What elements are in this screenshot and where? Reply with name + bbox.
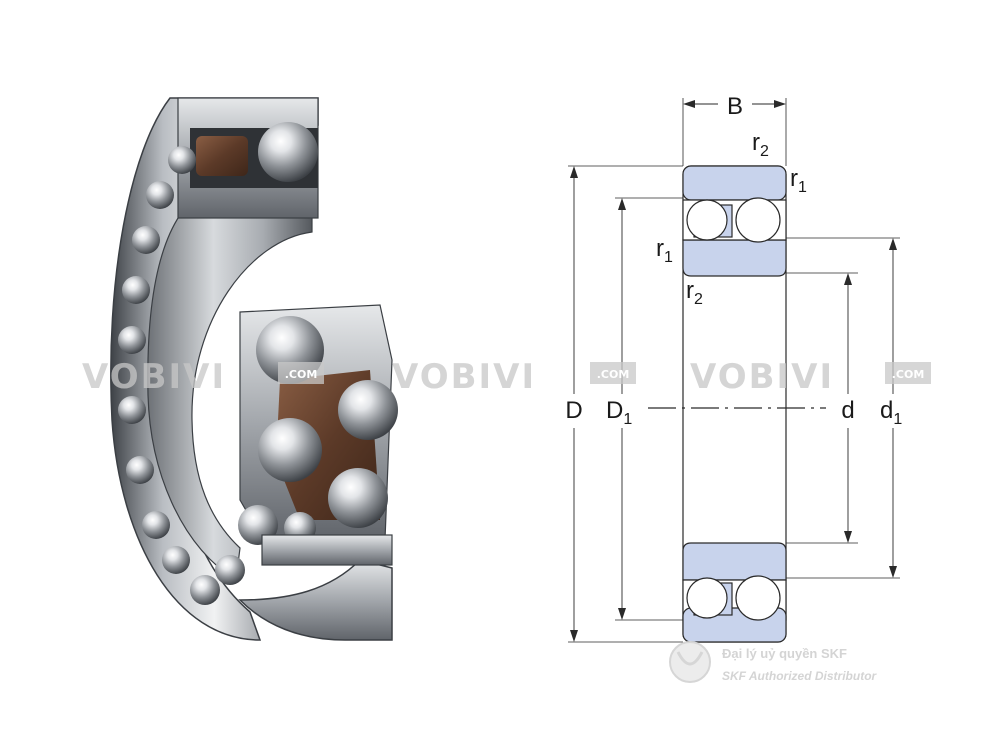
outer-ring-lower [238,559,393,641]
label-r2-top: r2 [752,129,769,160]
top-inner-ring [682,239,787,277]
label-r1-mid: r1 [656,235,673,266]
svg-text:VOBIVI: VOBIVI [82,357,226,397]
svg-text:.COM: .COM [285,368,318,381]
bearing-render [110,97,398,641]
svg-text:.COM: .COM [597,368,630,381]
label-d: d [841,397,854,424]
ball-left-4 [122,276,150,304]
ball-left-1 [168,146,196,174]
bottom-inner-ring [682,542,787,581]
svg-text:VOBIVI: VOBIVI [690,357,834,397]
distributor-line1: Đại lý uỷ quyền SKF [722,646,847,661]
ball-left-10 [190,575,220,605]
ball-left-5 [118,326,146,354]
ball-left-8 [142,511,170,539]
bottom-ball-right [735,575,781,621]
dimension-labels: B D D1 d d1 r2 r1 r1 r2 [565,93,902,428]
watermark-right: VOBIVI .COM [690,357,931,397]
cage-top [196,136,248,176]
watermark-center: VOBIVI .COM [392,357,636,397]
ball-top [258,122,318,182]
distributor-logo: Đại lý uỷ quyền SKF SKF Authorized Distr… [669,641,878,683]
top-ball-right [735,197,781,243]
top-ball-left [686,199,728,241]
label-d1: d1 [880,397,902,428]
svg-text:.COM: .COM [892,368,925,381]
ball-cage-3 [258,418,322,482]
watermark-left: VOBIVI .COM [82,357,324,397]
top-outer-ring [682,165,787,201]
distributor-line2: SKF Authorized Distributor [722,669,878,683]
section-bottom [261,534,393,566]
ball-left-6 [118,396,146,424]
label-masks [558,92,914,428]
vobivi-logo-icon [669,641,711,683]
ball-left-2 [146,181,174,209]
svg-text:VOBIVI: VOBIVI [392,357,536,397]
ball-left-9 [162,546,190,574]
label-r1-top: r1 [790,165,807,196]
ball-cage-2 [338,380,398,440]
label-r2-mid: r2 [686,277,703,308]
ball-left-3 [132,226,160,254]
label-D: D [565,397,582,424]
ball-left-7 [126,456,154,484]
bottom-ball-left [686,577,728,619]
arrowheads [570,100,897,642]
label-B: B [727,93,743,120]
inner-ring-bore [147,214,313,582]
label-D1: D1 [606,397,632,428]
ball-cage-4 [328,468,388,528]
ball-left-11 [215,555,245,585]
